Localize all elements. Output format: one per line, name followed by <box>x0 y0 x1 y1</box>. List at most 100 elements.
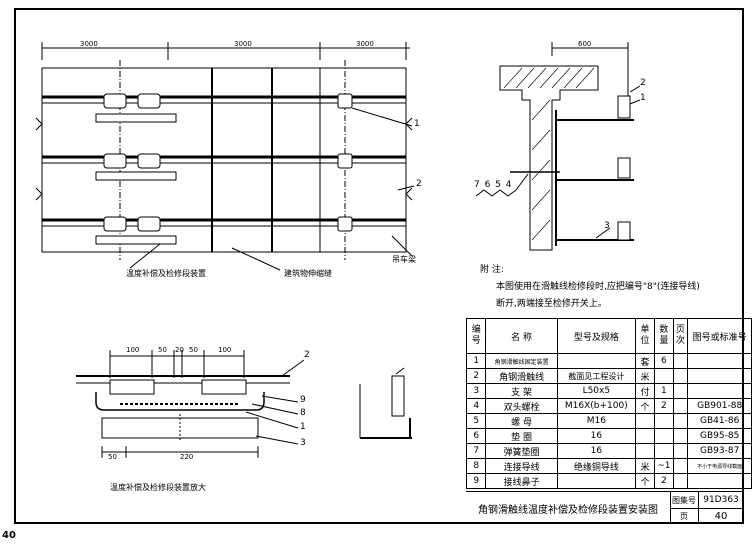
side-detail <box>359 367 412 439</box>
cell-unit: 米 <box>634 368 656 384</box>
cell-qty: 2 <box>654 473 674 489</box>
section-callout-2: 2 <box>640 78 646 88</box>
title-block: 角钢滑触线温度补偿及检修段装置安装图 图集号 91D363 页 40 <box>466 491 744 524</box>
table-row: 8 连接导线 绝缘铜导线 米 ~1 不小于电源导线截面 <box>465 458 752 474</box>
detail-callout-8: 8 <box>300 408 306 418</box>
detail-dim-4: 50 <box>189 346 198 354</box>
plan-dim-1: 3000 <box>80 40 98 48</box>
cell-unit <box>634 413 656 429</box>
cell-std: GB95-85 <box>687 428 752 444</box>
cell-unit: 米 <box>634 458 656 474</box>
detail-view <box>76 350 305 458</box>
cell-std <box>687 353 752 369</box>
atlas-label: 图集号 <box>670 492 699 509</box>
plan-view <box>35 42 415 271</box>
plan-callout-2: 2 <box>416 179 422 189</box>
cell-std: GB93-87 <box>687 443 752 459</box>
detail-dim-3: 20 <box>175 346 184 354</box>
header-qty: 数量 <box>654 318 674 354</box>
cell-unit: 个 <box>634 398 656 414</box>
header-model: 型号及规格 <box>556 318 636 354</box>
cell-page <box>672 368 689 384</box>
cell-name: 连接导线 <box>485 458 558 474</box>
section-callouts-left: 7 6 5 4 <box>474 180 513 190</box>
notes-line-1: 本图使用在滑触线检修段时,应把编号"8"(连接导线) <box>496 282 700 292</box>
detail-dim-1: 100 <box>126 346 140 354</box>
cell-qty <box>654 413 674 429</box>
cell-name: 角钢滑触线固定装置 <box>485 353 558 369</box>
cell-name: 垫 圈 <box>485 428 558 444</box>
cell-std <box>687 368 752 384</box>
plan-dim-3: 3000 <box>356 40 374 48</box>
detail-callout-1: 1 <box>300 422 306 432</box>
cell-unit <box>634 443 656 459</box>
cell-page <box>672 443 689 459</box>
drawing-frame <box>14 8 744 524</box>
cell-page <box>672 458 689 474</box>
cell-no: 5 <box>465 413 487 429</box>
cell-qty: 6 <box>654 353 674 369</box>
cell-no: 2 <box>465 368 487 384</box>
detail-caption: 温度补偿及检修段装置放大 <box>110 483 206 492</box>
cell-unit <box>634 428 656 444</box>
cell-name: 弹簧垫圈 <box>485 443 558 459</box>
cell-page <box>672 353 689 369</box>
cell-model: M16X(b+100) <box>556 398 636 414</box>
detail-dim-5: 100 <box>218 346 232 354</box>
detail-callout-2: 2 <box>304 350 310 360</box>
cell-name: 支 架 <box>485 383 558 399</box>
cell-model <box>556 353 636 369</box>
cell-qty <box>654 368 674 384</box>
cell-qty <box>654 443 674 459</box>
cell-std: GB41-86 <box>687 413 752 429</box>
table-row: 6 垫 圈 16 GB95-85 <box>465 428 752 444</box>
plan-callout-1: 1 <box>414 119 420 129</box>
header-no: 编号 <box>465 318 487 354</box>
detail-dim-bottom-1: 50 <box>108 453 117 461</box>
cell-model <box>556 473 636 489</box>
drawing-title: 角钢滑触线温度补偿及检修段装置安装图 <box>466 492 671 524</box>
cell-page <box>672 398 689 414</box>
cell-no: 4 <box>465 398 487 414</box>
plan-dim-2: 3000 <box>234 40 252 48</box>
cell-page <box>672 473 689 489</box>
section-callout-3: 3 <box>604 221 610 231</box>
cell-qty <box>654 428 674 444</box>
cell-name: 接线鼻子 <box>485 473 558 489</box>
cell-no: 8 <box>465 458 487 474</box>
cell-no: 3 <box>465 383 487 399</box>
cell-name: 螺 母 <box>485 413 558 429</box>
label-crane-beam: 吊车梁 <box>392 255 416 264</box>
table-row: 5 螺 母 M16 GB41-86 <box>465 413 752 429</box>
cell-page <box>672 383 689 399</box>
cell-no: 1 <box>465 353 487 369</box>
cell-page <box>672 413 689 429</box>
table-row: 4 双头螺栓 M16X(b+100) 个 2 GB901-88 <box>465 398 752 414</box>
table-row: 2 角钢滑触线 截面见工程设计 米 <box>465 368 752 384</box>
title-page-number: 40 <box>714 510 728 522</box>
cell-model: 16 <box>556 443 636 459</box>
header-unit: 单位 <box>634 318 656 354</box>
cell-std: 不小于电源导线截面 <box>687 458 752 474</box>
cell-no: 9 <box>465 473 487 489</box>
cell-name: 角钢滑触线 <box>485 368 558 384</box>
cell-page <box>672 428 689 444</box>
notes-line-2: 断开,两端接至检修开关上。 <box>496 299 607 309</box>
cell-unit: 付 <box>634 383 656 399</box>
material-table: 编号 名 称 型号及规格 单位 数量 页次 图号或标准号 1 角钢滑触线固定装置… <box>465 318 752 489</box>
label-building-joint: 建筑物伸缩缝 <box>284 269 332 278</box>
cell-model: M16 <box>556 413 636 429</box>
table-header-row: 编号 名 称 型号及规格 单位 数量 页次 图号或标准号 <box>465 318 752 354</box>
label-expansion-device: 温度补偿及检修段装置 <box>126 269 206 278</box>
cell-std: GB901-88 <box>687 398 752 414</box>
cell-qty: ~1 <box>654 458 674 474</box>
notes-heading: 附 注: <box>480 265 504 275</box>
cell-qty: 1 <box>654 383 674 399</box>
cell-unit: 个 <box>634 473 656 489</box>
page-label: 页 <box>670 508 699 524</box>
header-std: 图号或标准号 <box>687 318 752 354</box>
detail-callout-9: 9 <box>300 395 306 405</box>
table-row: 3 支 架 L50x5 付 1 <box>465 383 752 399</box>
table-row: 1 角钢滑触线固定装置 套 6 <box>465 353 752 369</box>
